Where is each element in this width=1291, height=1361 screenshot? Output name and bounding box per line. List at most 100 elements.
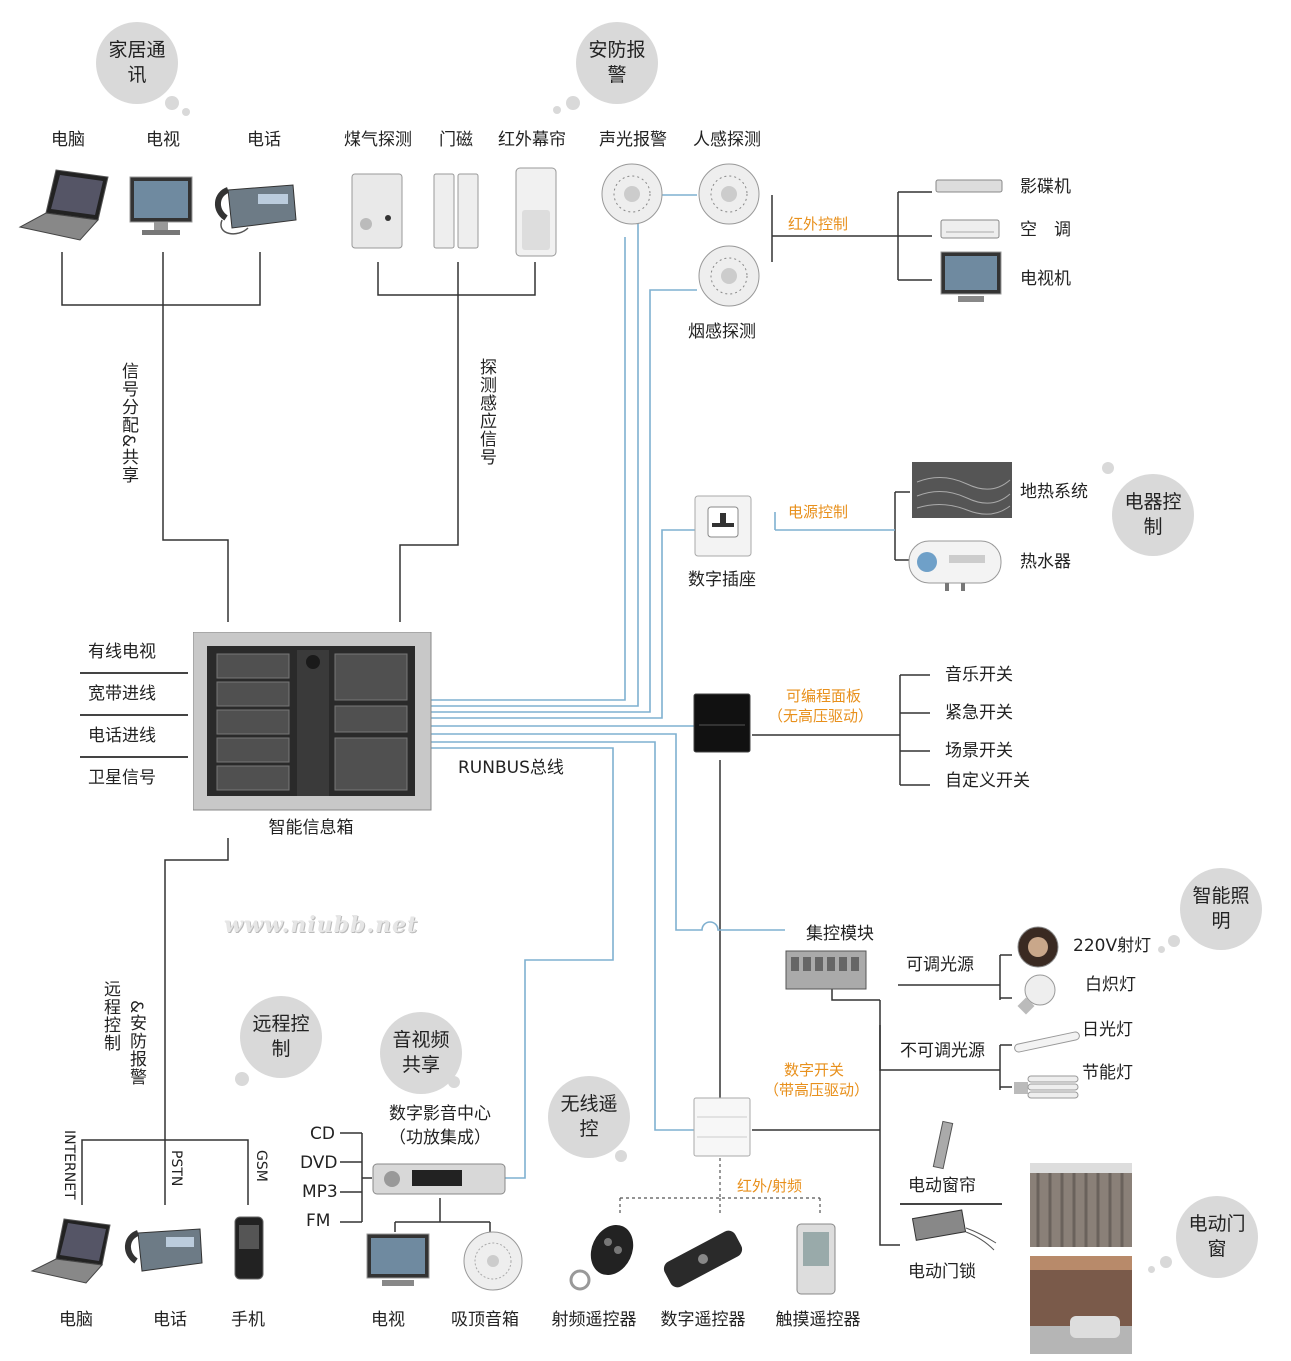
ir-device-dvd: 影碟机 [1020,177,1071,197]
gas-detector-icon [351,173,403,249]
bubble-lighting: 智能照明 [1180,868,1262,950]
av-source-cd: CD [310,1124,335,1144]
laptop-icon [30,1218,111,1284]
digital-socket-icon [694,495,752,557]
wireless-device-digital: 数字遥控器 [660,1310,746,1330]
line-pstn: PSTN [168,1150,184,1187]
sensing-signal-label: 探测感应信号 [476,358,496,466]
remote-device-computer: 电脑 [59,1310,93,1330]
bubble-lighting-label: 智能照明 [1192,885,1250,932]
av-output-tv: 电视 [371,1310,405,1330]
curtain-motor-icon [932,1120,954,1170]
lamp-incandescent: 白炽灯 [1085,975,1136,995]
ir-device-ac: 空 调 [1020,220,1071,240]
power-device-water-heater: 热水器 [1020,552,1071,572]
motion-sensor-icon [698,163,760,225]
touch-remote-icon [796,1223,836,1295]
bubble-dot [1160,1256,1172,1268]
programmable-panel-icon [693,693,751,753]
remote-device-phone: 电话 [153,1310,187,1330]
bubble-home-comm: 家居通讯 [96,22,178,104]
ir-control-label: 红外控制 [788,215,849,233]
av-source-fm: FM [306,1211,331,1231]
switch-custom: 自定义开关 [945,771,1030,791]
sensor-label-motion: 人感探测 [693,130,761,150]
device-label-tv: 电视 [146,130,180,150]
water-heater-icon [908,540,1002,591]
av-source-mp3: MP3 [302,1182,338,1202]
sound-light-alarm-icon [601,163,663,225]
bubble-dot [566,96,580,110]
smoke-detector-icon [698,245,760,307]
av-amplifier-icon [372,1163,506,1195]
digital-socket-label: 数字插座 [688,570,756,590]
ir-device-tv: 电视机 [1020,269,1071,289]
switch-music: 音乐开关 [945,665,1013,685]
tv-monitor-icon [129,176,193,235]
desk-phone-icon [125,1228,203,1272]
signal-distribution-label: 信号分配&共享 [118,362,138,485]
runbus-label: RUNBUS总线 [458,758,564,778]
air-conditioner-icon [940,219,1000,239]
control-module-label: 集控模块 [806,924,874,944]
bubble-dot [1158,946,1165,953]
line-gsm: GSM [253,1150,269,1182]
bubble-dot [235,1072,249,1086]
programmable-panel-label-1: 可编程面板 [786,687,862,705]
info-box-title: 智能信息箱 [268,818,354,838]
programmable-panel-label-2: （无高压驱动） [768,707,874,725]
bubble-security-label: 安防报警 [588,39,646,86]
tv-set-icon [940,251,1002,302]
control-module-icon [785,950,867,990]
bubble-home-comm-label: 家居通讯 [108,39,166,86]
divider [80,714,188,716]
bubble-av-share-label: 音视频共享 [392,1029,450,1076]
sensor-label-gas: 煤气探测 [344,130,412,150]
bubble-wireless: 无线遥控 [548,1076,630,1158]
bubble-dot [1102,462,1114,474]
digital-switch-label-1: 数字开关 [784,1061,845,1079]
smart-info-box-icon [193,632,432,811]
bubble-dot [1168,935,1180,947]
lamp-fluorescent: 日光灯 [1082,1020,1133,1040]
lamp-spot: 220V射灯 [1073,936,1152,956]
device-label-phone: 电话 [247,130,281,150]
motorized-curtain-label: 电动窗帘 [908,1176,976,1196]
device-label-computer: 电脑 [51,130,85,150]
mobile-phone-icon [234,1216,264,1280]
sensor-label-alarm: 声光报警 [599,130,667,150]
av-center-title-2: （功放集成） [389,1128,491,1148]
bubble-remote: 远程控制 [240,996,322,1078]
power-device-floor-heating: 地热系统 [1020,482,1088,502]
desk-phone-icon [215,184,297,235]
digital-switch-label-2: （带高压驱动） [764,1081,870,1099]
garage-door-photo [1030,1256,1132,1354]
dvd-player-icon [935,179,1003,193]
energy-saving-bulb-icon [1014,1075,1079,1099]
ceiling-speaker-icon [463,1231,523,1291]
remote-device-mobile: 手机 [231,1310,265,1330]
bubble-door-window: 电动门窗 [1176,1196,1258,1278]
motorized-lock-label: 电动门锁 [908,1262,976,1282]
incandescent-bulb-icon [1017,974,1056,1015]
bubble-dot [165,96,179,110]
sensor-label-ir-curtain: 红外幕帘 [498,130,566,150]
info-input-broadband: 宽带进线 [88,684,156,704]
av-output-speaker: 吸顶音箱 [451,1310,519,1330]
av-center-title-1: 数字影音中心 [389,1104,491,1124]
bubble-dot [1148,1266,1155,1273]
lamp-energy-saving: 节能灯 [1082,1063,1133,1083]
bubble-appliance: 电器控制 [1112,474,1194,556]
ir-rf-label: 红外/射频 [737,1177,803,1195]
bubble-dot [448,1076,460,1088]
divider [80,756,188,758]
sensor-label-smoke: 烟感探测 [688,322,756,342]
wireless-device-rf: 射频遥控器 [551,1310,637,1330]
line-internet: INTERNET [61,1130,77,1200]
bubble-wireless-label: 无线遥控 [560,1093,618,1140]
bubble-door-window-label: 电动门窗 [1188,1213,1246,1260]
divider [900,1203,1002,1205]
remote-control-vlabel: 远程控制 [100,980,120,1052]
